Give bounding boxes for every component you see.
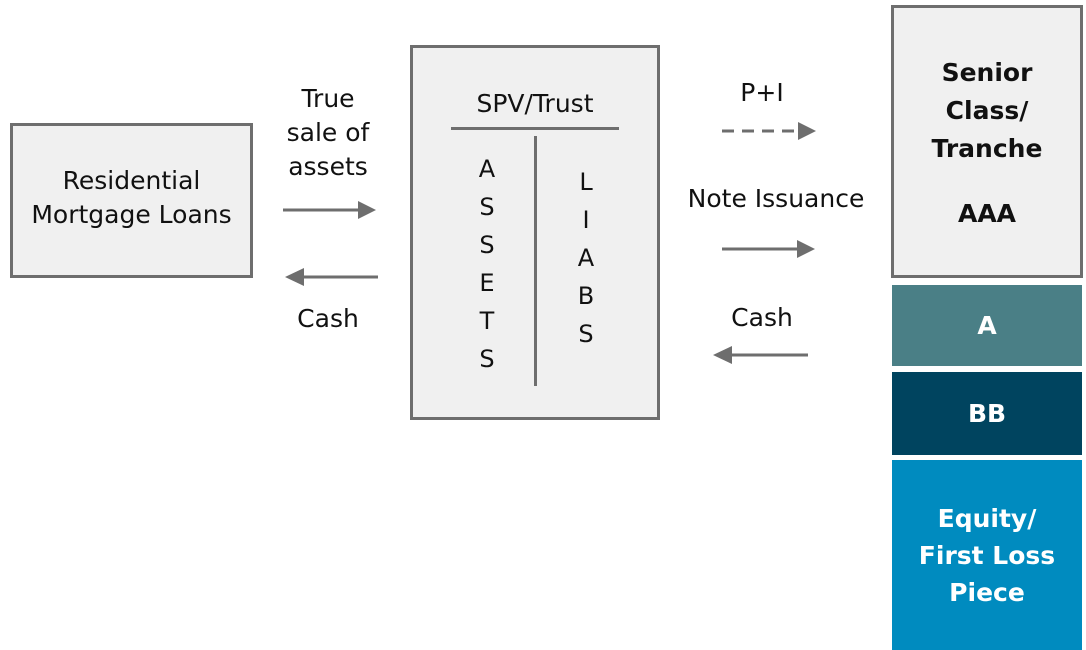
tranche-equity: Equity/ First Loss Piece xyxy=(892,460,1082,650)
originator-box xyxy=(10,123,253,278)
senior-rating: AAA xyxy=(957,199,1017,228)
tranche-bb: BB xyxy=(892,372,1082,455)
tranche-equity-label: Equity/ First Loss Piece xyxy=(918,503,1056,607)
originator-line1: Residential xyxy=(62,166,201,195)
left-cash-label: Cash xyxy=(297,304,359,333)
originator-line2: Mortgage Loans xyxy=(31,200,232,229)
note-issuance-label: Note Issuance xyxy=(687,184,865,213)
spv-title-underline xyxy=(451,127,619,130)
true-sale-line1: True xyxy=(301,84,355,113)
right-cash-arrow xyxy=(713,346,808,364)
liabs-column: L I A B S xyxy=(577,168,595,348)
tranche-a: A xyxy=(892,285,1082,366)
sale-arrow xyxy=(283,201,376,219)
tranche-bb-label: BB xyxy=(967,399,1007,428)
assets-column: A S S E T S xyxy=(478,155,496,373)
left-cash-arrow xyxy=(285,268,378,286)
true-sale-line3: assets xyxy=(288,152,368,181)
spv-title: SPV/Trust xyxy=(476,89,594,118)
senior-tranche-label: Senior Class/ Tranche xyxy=(931,58,1043,163)
right-cash-label: Cash xyxy=(731,303,793,332)
note-issuance-arrow xyxy=(722,240,815,258)
senior-tranche-box xyxy=(891,5,1083,278)
tranche-a-label: A xyxy=(977,311,997,340)
true-sale-line2: sale of xyxy=(286,118,370,147)
spv-column-divider xyxy=(534,136,537,386)
originator-label: Residential Mortgage Loans xyxy=(10,164,253,232)
pi-dashed-arrow xyxy=(722,122,816,140)
pi-label: P+I xyxy=(740,78,784,107)
true-sale-label: True sale of assets xyxy=(276,82,380,184)
